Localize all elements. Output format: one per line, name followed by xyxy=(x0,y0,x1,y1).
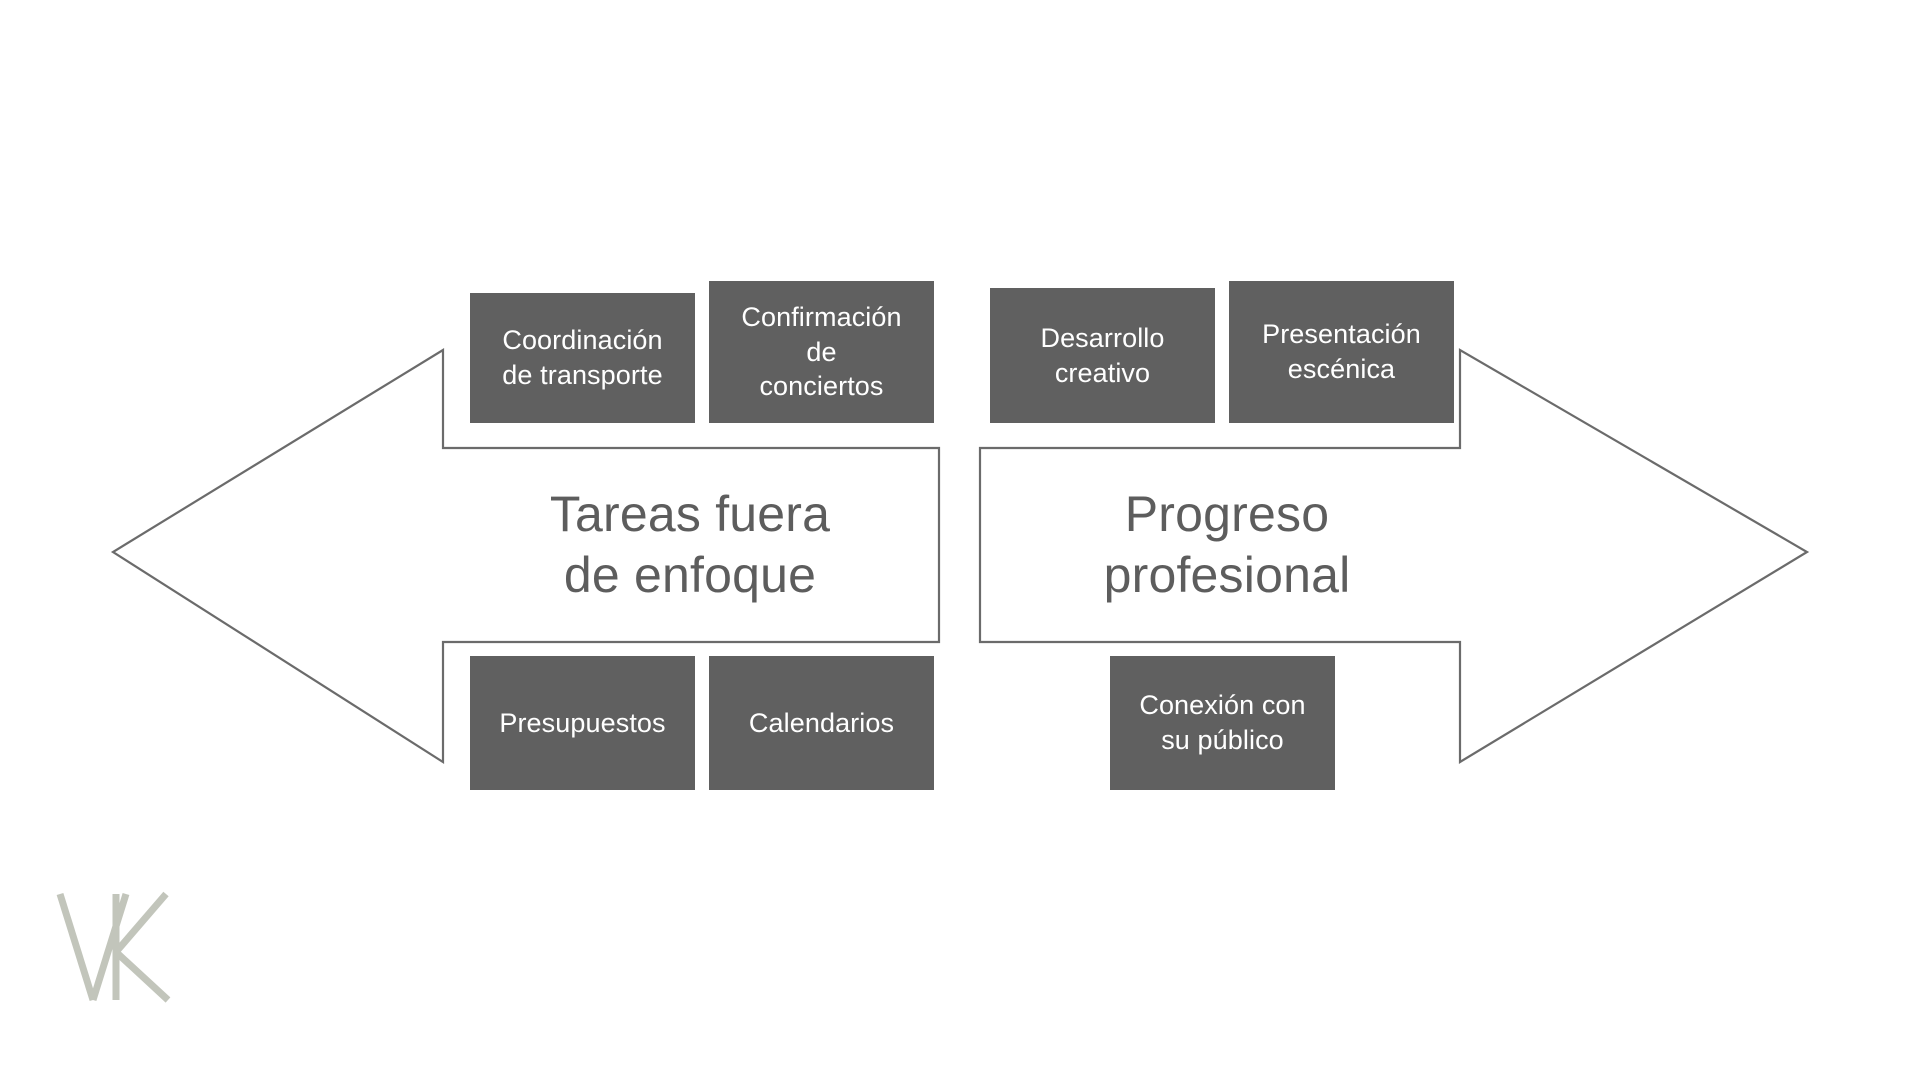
box-label: Calendarios xyxy=(748,707,895,738)
left-arrow-title: Tareas fuera de enfoque xyxy=(549,486,831,603)
box-confirmacion-de-conciertos[interactable]: Confirmación de conciertos xyxy=(709,281,934,423)
box-conexion-con-su-publico[interactable]: Conexión con su público xyxy=(1110,656,1335,790)
box-coordinacion-de-transporte[interactable]: Coordinación de transporte xyxy=(470,293,695,423)
box-label: Presentación escénica xyxy=(1262,319,1421,384)
box-label: Coordinación de transporte xyxy=(502,325,663,390)
box-label: Conexión con su público xyxy=(1139,690,1306,755)
box-presupuestos[interactable]: Presupuestos xyxy=(470,656,695,790)
box-label: Presupuestos xyxy=(499,707,666,738)
left-arrow-outline xyxy=(110,348,941,765)
vk-monogram-logo xyxy=(56,891,171,1003)
box-label: Desarrollo creativo xyxy=(1040,322,1165,388)
box-desarrollo-creativo[interactable]: Desarrollo creativo xyxy=(990,288,1215,423)
box-label: Confirmación de conciertos xyxy=(741,301,902,402)
box-calendarios[interactable]: Calendarios xyxy=(709,656,934,790)
right-arrow-outline xyxy=(978,348,1810,764)
right-arrow-title: Progreso profesional xyxy=(1103,486,1351,603)
box-presentacion-escenica[interactable]: Presentación escénica xyxy=(1229,281,1454,423)
